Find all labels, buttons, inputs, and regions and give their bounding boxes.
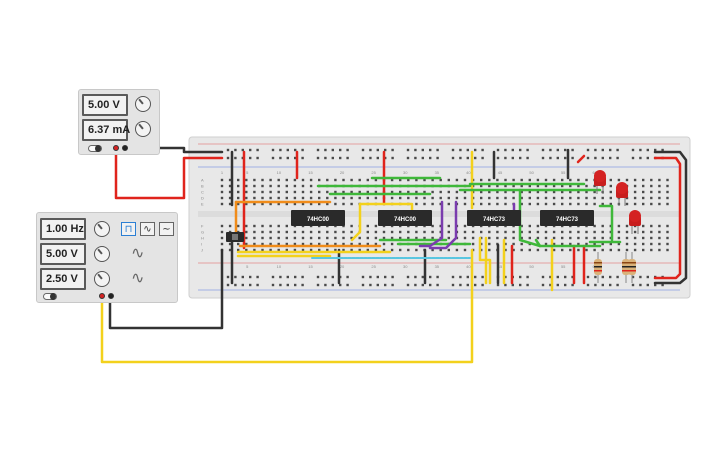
power-supply[interactable]: 5.00 V 6.37 mA xyxy=(78,89,160,155)
row-label: G xyxy=(201,230,204,235)
column-label: 10 xyxy=(277,170,282,175)
negative-terminal[interactable] xyxy=(122,145,128,151)
row-label: I xyxy=(201,242,202,247)
chip-4-label: 74HC73 xyxy=(556,217,579,223)
column-label: 20 xyxy=(340,170,345,175)
led-1[interactable] xyxy=(594,170,606,194)
triangle-wave-icon[interactable]: ∿ xyxy=(140,222,155,236)
sine-wave-icon[interactable]: ∼ xyxy=(159,222,174,236)
wire-fg-yellow xyxy=(100,248,474,364)
column-label: 1 xyxy=(221,170,224,175)
column-label: 45 xyxy=(498,170,503,175)
current-display: 6.37 mA xyxy=(82,119,130,141)
column-label: 15 xyxy=(308,170,313,175)
wire-fg-black xyxy=(108,248,224,330)
led-3[interactable] xyxy=(629,210,641,234)
chip-4[interactable] xyxy=(540,210,594,226)
column-label: 55 xyxy=(561,170,566,175)
column-label: 20 xyxy=(340,264,345,269)
wires[interactable] xyxy=(100,146,688,364)
row-label: C xyxy=(201,190,204,195)
column-label: 45 xyxy=(498,264,503,269)
function-generator[interactable]: 1.00 Hz ⊓ ∿ ∼ 5.00 V ∿ 2.50 V ∿ xyxy=(36,212,178,303)
amplitude-wave-icon: ∿ xyxy=(131,245,145,262)
column-label: 50 xyxy=(529,170,534,175)
row-label: E xyxy=(201,202,204,207)
frequency-knob[interactable] xyxy=(94,221,110,237)
chip-3-label: 74HC73 xyxy=(483,217,506,223)
row-label: B xyxy=(201,184,204,189)
wire-ps-red xyxy=(114,146,224,200)
column-label: 50 xyxy=(529,264,534,269)
chip-2[interactable] xyxy=(378,210,432,226)
voltage-knob[interactable] xyxy=(135,96,151,112)
column-label: 5 xyxy=(246,170,249,175)
chip-2-label: 74HC00 xyxy=(394,217,417,223)
row-label: F xyxy=(201,224,204,229)
row-label: H xyxy=(201,236,204,241)
chip-1-label: 74HC00 xyxy=(307,217,330,223)
column-label: 35 xyxy=(435,170,440,175)
led-2[interactable] xyxy=(616,182,628,206)
generator-positive-terminal[interactable] xyxy=(99,293,105,299)
column-label: 30 xyxy=(403,170,408,175)
column-label: 40 xyxy=(466,264,471,269)
row-label: A xyxy=(201,178,204,183)
breadboard[interactable] xyxy=(188,136,691,299)
column-label: 55 xyxy=(561,264,566,269)
generator-negative-terminal[interactable] xyxy=(108,293,114,299)
wire-right-black xyxy=(653,150,688,285)
resistor-1[interactable] xyxy=(594,252,602,283)
power-switch[interactable] xyxy=(88,145,102,152)
column-label: 35 xyxy=(435,264,440,269)
column-label: 10 xyxy=(277,264,282,269)
column-label: 5 xyxy=(246,264,249,269)
row-label: J xyxy=(201,248,203,253)
offset-wave-icon: ∿ xyxy=(131,270,145,287)
column-label: 30 xyxy=(403,264,408,269)
chip-3[interactable] xyxy=(467,210,521,226)
slide-switch[interactable] xyxy=(226,232,244,242)
voltage-display: 5.00 V xyxy=(82,94,128,116)
column-label: 15 xyxy=(308,264,313,269)
column-label: 25 xyxy=(371,264,376,269)
amplitude-display: 5.00 V xyxy=(40,243,86,265)
resistor-3[interactable] xyxy=(628,252,636,283)
current-knob[interactable] xyxy=(135,121,151,137)
chip-1[interactable] xyxy=(291,210,345,226)
offset-knob[interactable] xyxy=(94,271,110,287)
offset-display: 2.50 V xyxy=(40,268,86,290)
column-label: 25 xyxy=(371,170,376,175)
positive-terminal[interactable] xyxy=(113,145,119,151)
wire-right-red xyxy=(653,156,682,280)
column-label: 40 xyxy=(466,170,471,175)
row-label: D xyxy=(201,196,204,201)
frequency-display: 1.00 Hz xyxy=(40,218,86,240)
square-wave-icon[interactable]: ⊓ xyxy=(121,222,136,236)
generator-power-switch[interactable] xyxy=(43,293,57,300)
amplitude-knob[interactable] xyxy=(94,246,110,262)
